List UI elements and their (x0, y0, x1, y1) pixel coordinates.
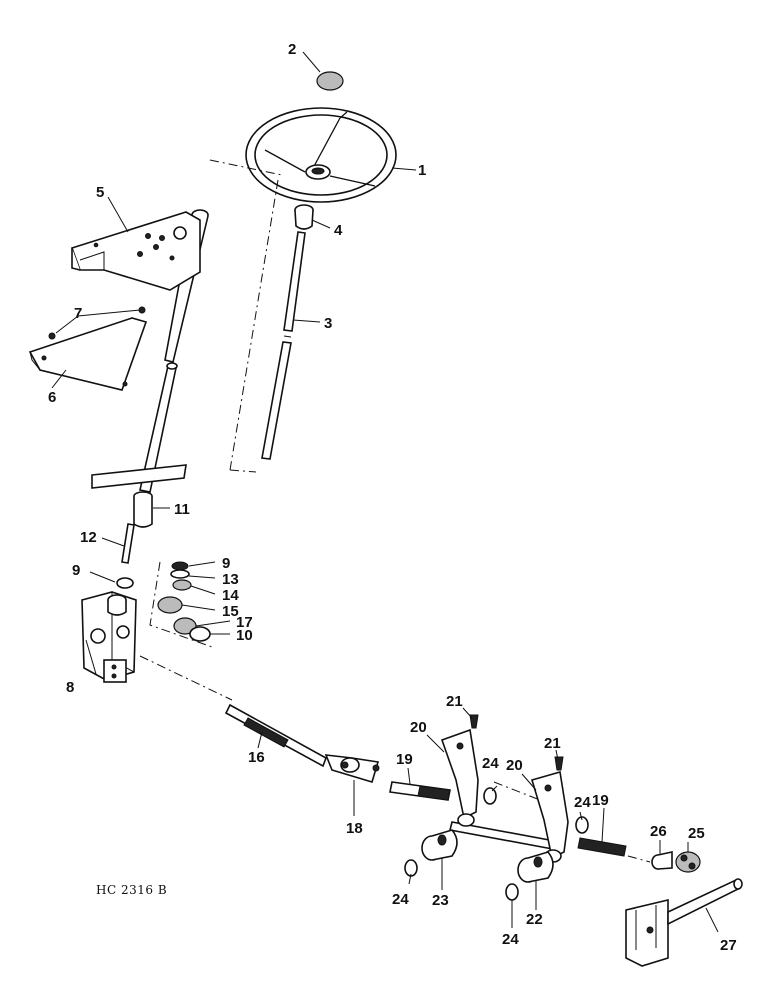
gear-small-parts (157, 561, 211, 642)
callout-15: 15 (222, 603, 239, 620)
threaded-rod-left (389, 781, 451, 801)
callout-19b: 19 (592, 792, 609, 809)
callout-1: 1 (418, 162, 426, 179)
callout-3: 3 (324, 315, 332, 332)
assembly-bracket-outline (149, 561, 216, 649)
callout-6: 6 (48, 389, 56, 406)
callout-11: 11 (174, 501, 190, 518)
callout-16: 16 (248, 749, 265, 766)
callout-18: 18 (346, 820, 363, 837)
callout-27: 27 (720, 937, 737, 954)
centerline (139, 655, 233, 701)
steering-arm-left (440, 728, 479, 827)
nut (116, 577, 134, 589)
callout-24a: 24 (482, 755, 499, 772)
callout-labels: 1 2 3 4 5 6 7 8 9 9 10 11 12 13 14 15 16… (48, 41, 737, 954)
callout-5: 5 (96, 184, 104, 201)
callout-10: 10 (236, 627, 253, 644)
horn-cap (316, 71, 344, 91)
steering-shaft (261, 231, 306, 460)
column-collar (294, 204, 314, 230)
callout-13: 13 (222, 571, 239, 588)
bushing (421, 829, 458, 861)
set-screw (469, 714, 479, 729)
universal-joint (324, 754, 380, 783)
callout-20: 20 (410, 719, 427, 736)
leader-lines (51, 51, 719, 933)
callout-21: 21 (446, 693, 463, 710)
snap-ring (505, 883, 519, 901)
steering-arm-right (531, 770, 569, 863)
tie-rod-end (675, 851, 701, 873)
callout-4: 4 (334, 222, 343, 239)
callout-9: 9 (222, 555, 230, 572)
callout-24b: 24 (574, 794, 591, 811)
callout-26: 26 (650, 823, 667, 840)
coupler-sleeve (133, 491, 153, 528)
callout-17: 17 (236, 614, 253, 631)
callout-19: 19 (396, 751, 413, 768)
callout-20b: 20 (506, 757, 523, 774)
drag-link-clevis (625, 878, 743, 967)
centerline (493, 781, 541, 801)
centerline (209, 159, 283, 473)
callout-8: 8 (66, 679, 74, 696)
lower-mounting-plate (28, 317, 148, 391)
roll-pin (121, 523, 135, 564)
centerline (627, 855, 651, 863)
column-base-plate (91, 464, 187, 489)
callout-25: 25 (688, 825, 705, 842)
threaded-rod-right (577, 837, 627, 857)
callout-22: 22 (526, 911, 543, 928)
set-screw (554, 756, 564, 771)
snap-ring (404, 859, 418, 877)
callout-14: 14 (222, 587, 239, 604)
snap-ring (483, 787, 497, 805)
bushing (517, 851, 554, 883)
callout-23: 23 (432, 892, 449, 909)
callout-7: 7 (74, 305, 82, 322)
callout-24d: 24 (502, 931, 519, 948)
snap-ring (575, 816, 589, 834)
callout-12: 12 (80, 529, 97, 546)
figure-code: HC 2316 B (96, 883, 167, 897)
steering-wheel (245, 107, 397, 203)
upper-support-bracket (70, 211, 201, 291)
callout-2: 2 (288, 41, 296, 58)
spacer (651, 851, 673, 870)
drive-shaft (224, 703, 327, 768)
gear-housing-bracket (81, 591, 137, 683)
callout-24c: 24 (392, 891, 409, 908)
callout-9b: 9 (72, 562, 80, 579)
bolt (48, 332, 56, 340)
callout-21b: 21 (544, 735, 561, 752)
